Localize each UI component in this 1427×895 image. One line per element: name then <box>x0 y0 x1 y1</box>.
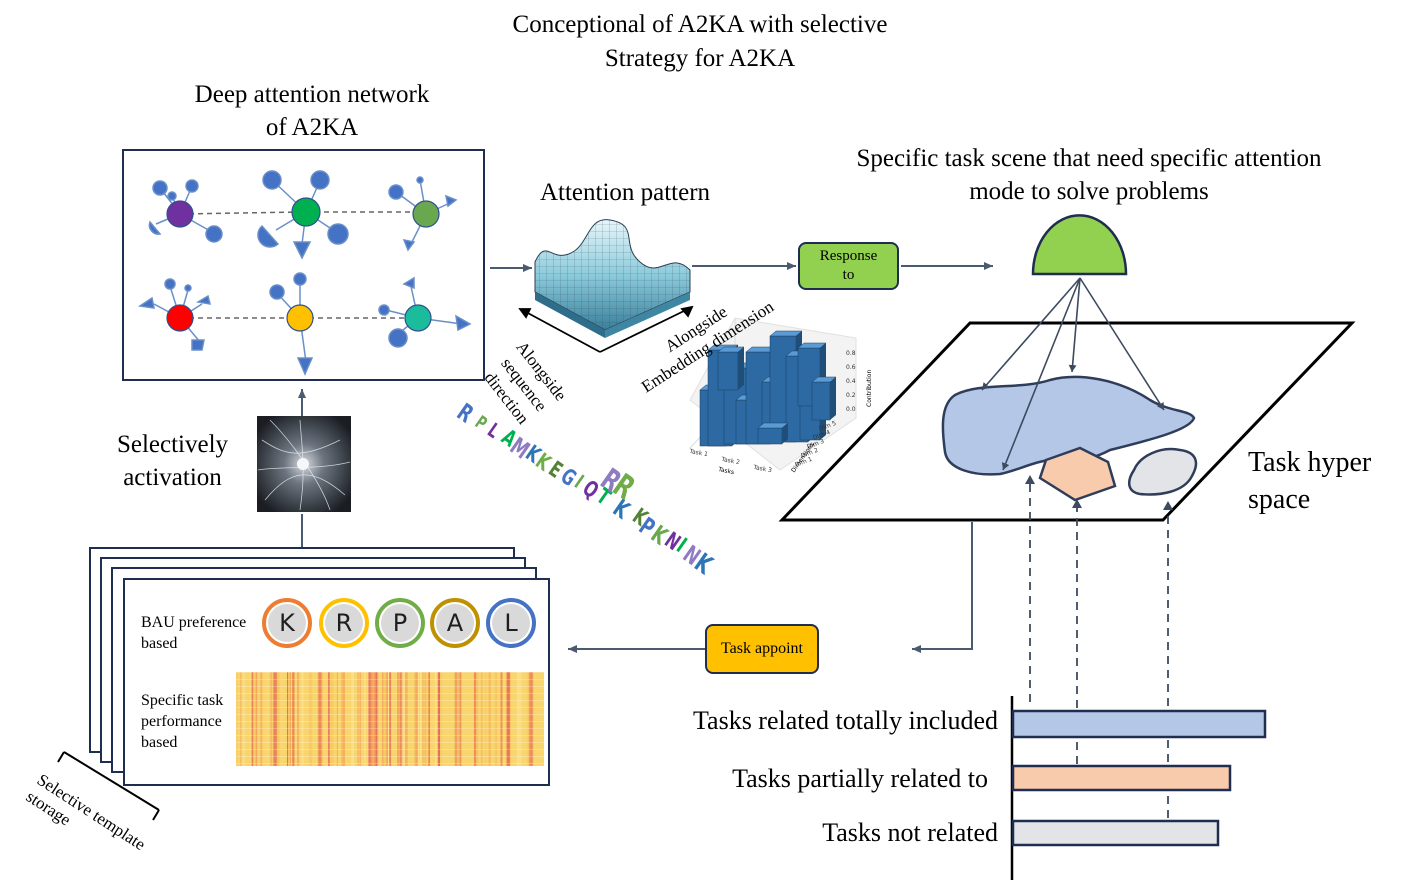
task-scene-heading: Specific task scene that need specific a… <box>800 142 1378 208</box>
mini-chart-ztick: 0.2 <box>846 392 856 399</box>
hyper-space-label-line2: space <box>1248 484 1311 515</box>
performance-heatmap <box>236 672 544 766</box>
task-appoint-box: Task appoint <box>705 624 819 674</box>
task-label-totally-included: Tasks related totally included <box>692 706 998 735</box>
network-node <box>291 197 321 227</box>
bau-letter-ring: K <box>262 598 312 648</box>
mini-chart-ztick: 0.8 <box>846 350 856 357</box>
network-node <box>166 304 194 332</box>
bau-letter: R <box>325 604 363 642</box>
network-nodes <box>166 197 440 332</box>
dashed-link-arrowheads <box>1025 475 1173 510</box>
bau-letter: L <box>492 604 530 642</box>
task-scene-semicircle <box>1031 214 1128 276</box>
storage-bracket <box>57 751 160 821</box>
specific-line3: based <box>141 734 178 751</box>
network-node <box>286 304 314 332</box>
hyper-space-label: Task hyper space <box>1248 444 1371 518</box>
bau-letter: P <box>381 604 419 642</box>
bau-letter-ring: A <box>430 598 480 648</box>
response-to-line1: Response <box>819 248 878 264</box>
mini-chart-bar <box>811 376 837 421</box>
task-bar-not-related <box>1011 819 1220 847</box>
selective-activation-label: Selectively activation <box>90 428 255 494</box>
hyper-to-appoint-arrow <box>912 522 973 653</box>
task-bar-totally-included <box>1011 709 1267 739</box>
mini-chart-bar <box>717 346 745 391</box>
mini-chart-ztick: 0.6 <box>846 364 856 371</box>
diagram-title-line1: Conceptional of A2KA with selective <box>512 11 888 38</box>
task-bar-partially-related <box>1011 764 1232 792</box>
network-heading-line2: of A2KA <box>265 114 359 141</box>
network-heading-line1: Deep attention network <box>194 81 430 108</box>
mini-chart-zlabel: Contribution <box>866 369 873 407</box>
bau-line2: based <box>141 635 178 652</box>
bau-letter: A <box>436 604 474 642</box>
bau-letter-ring: L <box>486 598 536 648</box>
task-scene-heading-line2: mode to solve problems <box>969 178 1209 205</box>
network-node <box>412 200 440 228</box>
network-node <box>166 200 194 228</box>
bau-letter: K <box>268 604 306 642</box>
task-label-not-related: Tasks not related <box>822 818 998 847</box>
mini-chart-ztick: 0.0 <box>846 406 856 413</box>
task-scene-heading-line1: Specific task scene that need specific a… <box>856 145 1322 172</box>
task-label-partially-related: Tasks partially related to <box>732 764 988 793</box>
bau-letter-ring: P <box>375 598 425 648</box>
mini-chart-ztick: 0.4 <box>846 378 856 385</box>
region-not-related <box>1127 447 1198 496</box>
selective-activation-line1: Selectively <box>116 431 229 458</box>
attention-heading: Attention pattern <box>539 179 711 206</box>
hyper-space-label-line1: Task hyper <box>1248 447 1372 478</box>
selective-activation-line2: activation <box>123 464 222 491</box>
response-to-box: Response to <box>798 242 899 290</box>
bau-preference-label: BAU preference based <box>141 612 246 654</box>
mini-3d-bar-chart <box>689 317 857 471</box>
network-node <box>404 304 432 332</box>
diagram-title: Conceptional of A2KA with selective Stra… <box>0 8 1400 76</box>
specific-line2: performance <box>141 713 222 730</box>
bau-line1: BAU preference <box>141 614 247 631</box>
scene-to-region-arrows <box>981 277 1165 471</box>
neuron-image <box>257 416 351 512</box>
region-totally-included <box>941 375 1196 476</box>
bau-letter-ring: R <box>319 598 369 648</box>
network-graph <box>137 170 472 376</box>
specific-line1: Specific task <box>141 692 224 709</box>
mini-chart-bar <box>757 422 789 445</box>
attention-axes <box>518 305 694 353</box>
specific-task-label: Specific task performance based <box>141 690 223 753</box>
response-to-line2: to <box>842 267 855 283</box>
region-partially-related <box>1038 446 1117 502</box>
attention-surface <box>534 219 691 338</box>
network-heading: Deep attention network of A2KA <box>152 78 472 144</box>
diagram-title-line2: Strategy for A2KA <box>604 45 796 72</box>
